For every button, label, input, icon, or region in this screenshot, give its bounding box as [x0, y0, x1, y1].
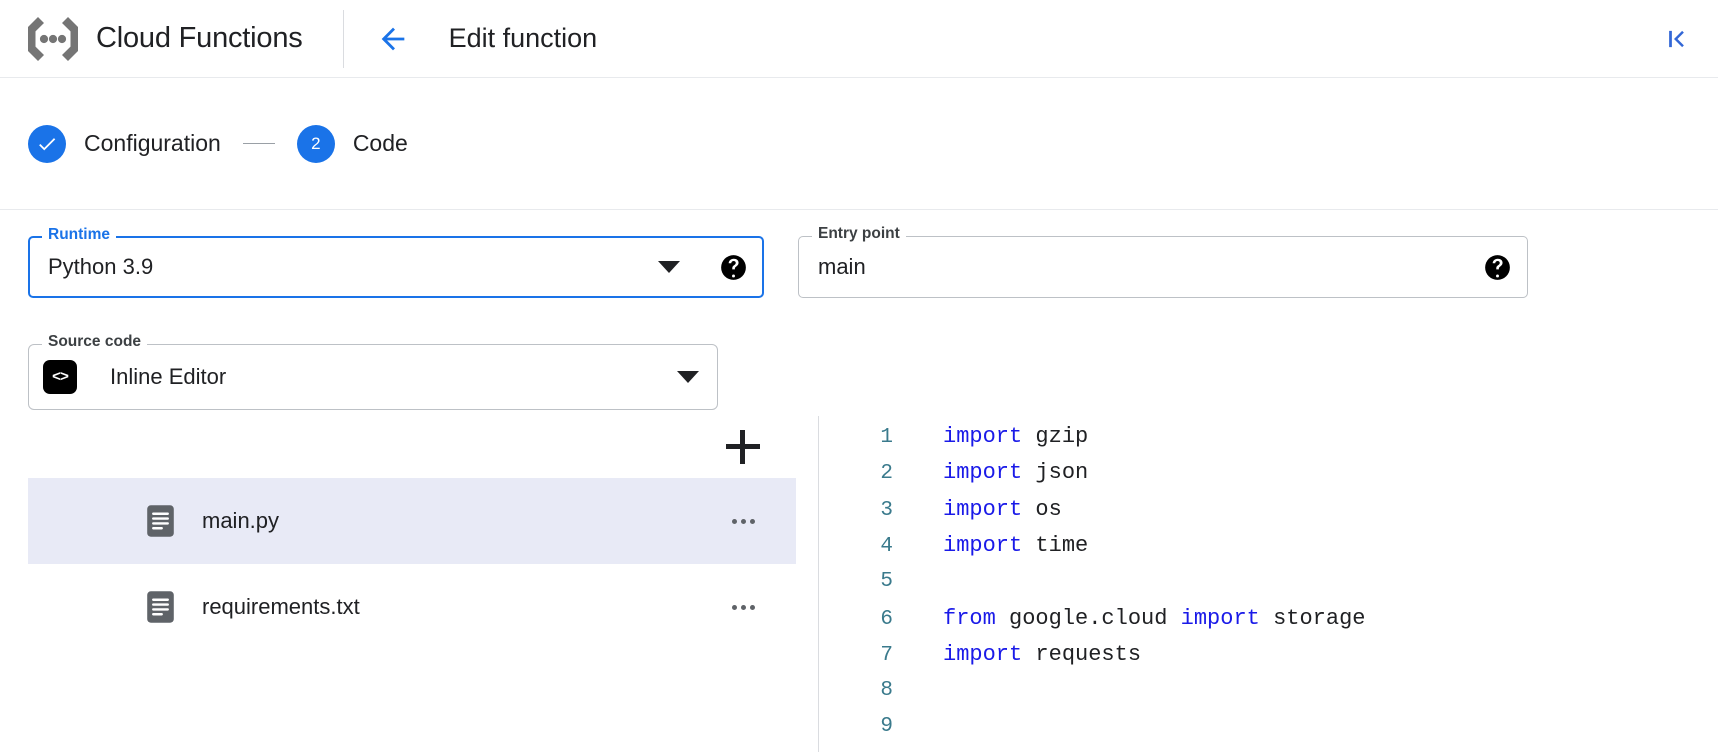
step-configuration-label: Configuration — [84, 130, 221, 156]
code-keyword: import — [943, 533, 1023, 559]
entry-point-label: Entry point — [812, 226, 906, 242]
file-document-icon — [147, 505, 174, 537]
code-line-text: import requests — [943, 642, 1141, 667]
code-line: 4 import time — [819, 533, 1696, 569]
first-page-collapse-icon — [1669, 30, 1684, 47]
help-icon[interactable] — [1484, 254, 1511, 281]
code-keyword: import — [1180, 605, 1260, 631]
code-keyword: import — [943, 460, 1023, 486]
arrow-left-icon — [381, 27, 404, 50]
code-identifier: json — [1022, 460, 1089, 486]
line-number: 5 — [880, 569, 893, 593]
line-number: 4 — [880, 535, 893, 559]
more-horizontal-icon[interactable] — [726, 504, 760, 538]
code-brackets-icon: <> — [43, 360, 77, 394]
code-line-text: import os — [943, 497, 1062, 522]
step-configuration-marker — [28, 124, 66, 163]
code-line: 1 import gzip — [819, 424, 1696, 460]
file-name: requirements.txt — [202, 594, 360, 619]
source-code-select[interactable]: Source code <> Inline Editor — [28, 334, 718, 410]
line-number: 1 — [880, 426, 893, 449]
code-keyword: import — [943, 424, 1023, 449]
dot — [749, 604, 755, 610]
wizard-stepper: Configuration 2 Code — [0, 78, 1718, 210]
content-area: Runtime Python 3.9 Entry point main Sour… — [0, 210, 1718, 752]
code-keyword: import — [943, 496, 1023, 522]
line-number: 8 — [880, 678, 893, 702]
dot — [749, 518, 755, 524]
app-bar: Cloud Functions Edit function — [0, 0, 1718, 78]
runtime-label: Runtime — [42, 227, 116, 243]
line-number: 3 — [880, 498, 893, 522]
code-keyword: import — [943, 642, 1023, 668]
code-keyword: from — [943, 605, 996, 631]
entry-point-input[interactable]: Entry point main — [798, 226, 1528, 298]
code-line-text: import json — [943, 460, 1088, 485]
appbar-divider — [342, 9, 344, 68]
dot — [740, 604, 746, 610]
collapse-panel-button[interactable] — [1654, 17, 1698, 61]
dot — [740, 518, 746, 524]
back-button[interactable] — [371, 17, 415, 61]
step-code-marker: 2 — [296, 124, 335, 163]
line-number: 9 — [880, 715, 893, 739]
file-list-item-requirements-txt[interactable]: requirements.txt — [28, 564, 796, 650]
dot — [731, 518, 737, 524]
cloud-functions-logo-icon — [28, 16, 78, 61]
code-line: 8 — [819, 679, 1696, 715]
code-identifier: requests — [1022, 642, 1142, 668]
file-document-icon — [147, 591, 174, 623]
code-line: 2 import json — [819, 460, 1696, 496]
code-line-text: from google.cloud import storage — [943, 606, 1366, 631]
page-title: Edit function — [448, 23, 598, 53]
file-list-item-main-py[interactable]: main.py — [28, 478, 796, 564]
chevron-down-icon[interactable] — [658, 261, 680, 273]
check-icon — [39, 137, 56, 150]
more-horizontal-icon[interactable] — [726, 590, 760, 624]
code-identifier: gzip — [1022, 424, 1089, 449]
line-number: 2 — [880, 462, 893, 486]
code-line: 7 import requests — [819, 642, 1696, 678]
source-code-label: Source code — [42, 334, 148, 350]
code-line: 6 from google.cloud import storage — [819, 606, 1696, 642]
step-code-label: Code — [352, 130, 408, 156]
code-line: 3 import os — [819, 497, 1696, 533]
chevron-down-icon[interactable] — [677, 371, 699, 383]
line-number: 7 — [880, 644, 893, 668]
step-code[interactable]: 2 Code — [296, 124, 408, 163]
file-list-pane: main.py requirements.txt — [28, 416, 818, 752]
runtime-value: Python 3.9 — [48, 254, 154, 279]
code-identifier: storage — [1259, 605, 1366, 631]
code-line-text: import time — [943, 533, 1088, 558]
code-line: 9 — [819, 715, 1696, 751]
runtime-select[interactable]: Runtime Python 3.9 — [28, 227, 764, 298]
brand: Cloud Functions — [0, 0, 303, 77]
code-editor[interactable]: 1 import gzip 2 import json 3 import os 4 impor… — [819, 416, 1696, 752]
source-code-value: Inline Editor — [110, 364, 227, 389]
add-file-button[interactable] — [726, 430, 760, 464]
editor-split-pane: main.py requirements.txt — [28, 416, 1696, 752]
pane-divider[interactable] — [818, 416, 819, 752]
code-identifier: google.cloud — [995, 605, 1181, 631]
line-number: 6 — [880, 607, 893, 631]
step-configuration[interactable]: Configuration — [28, 124, 221, 163]
step-connector — [242, 142, 275, 145]
code-line-text: import gzip — [943, 424, 1088, 449]
entry-point-value: main — [818, 254, 866, 279]
fields-row: Runtime Python 3.9 Entry point main — [28, 226, 1696, 298]
code-identifier: time — [1022, 533, 1089, 559]
file-list-toolbar — [28, 416, 796, 478]
help-icon[interactable] — [720, 254, 747, 281]
file-name: main.py — [202, 508, 280, 533]
code-line: 5 — [819, 570, 1696, 606]
product-name: Cloud Functions — [96, 22, 303, 54]
dot — [731, 604, 737, 610]
code-identifier: os — [1022, 496, 1062, 522]
